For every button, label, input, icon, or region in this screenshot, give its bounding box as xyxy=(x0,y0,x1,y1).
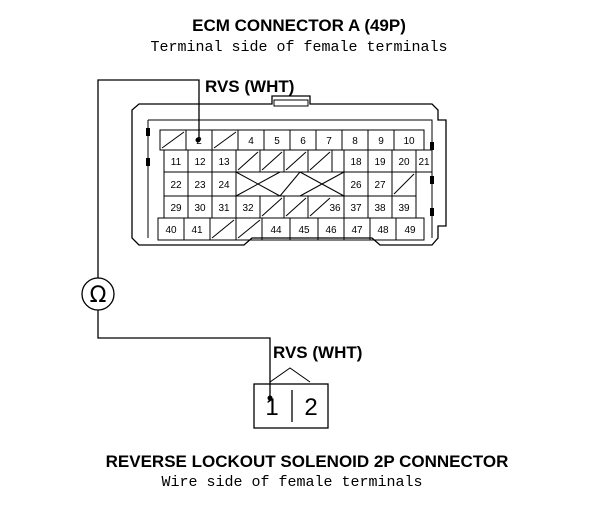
ecm-row-4: 29 30 31 32 36 37 38 39 xyxy=(163,195,417,219)
ecm-terminal-39: 39 xyxy=(398,203,410,214)
ecm-terminal-44: 44 xyxy=(270,225,282,236)
ecm-terminal-21: 21 xyxy=(418,157,430,168)
ecm-terminal-24: 24 xyxy=(218,180,230,191)
ecm-terminal-29: 29 xyxy=(170,203,182,214)
ecm-terminal-45: 45 xyxy=(298,225,310,236)
ecm-row-5: 40 41 44 45 46 47 48 49 xyxy=(157,217,425,241)
ecm-terminal-38: 38 xyxy=(374,203,386,214)
ecm-terminal-36: 36 xyxy=(329,203,341,214)
ecm-wire-label: RVS (WHT) xyxy=(205,77,294,96)
solenoid-connector-title: REVERSE LOCKOUT SOLENOID 2P CONNECTOR xyxy=(106,452,509,471)
solenoid-connector-subtitle: Wire side of female terminals xyxy=(161,474,422,491)
ecm-terminal-27: 27 xyxy=(374,180,386,191)
ecm-connector-title: ECM CONNECTOR A (49P) xyxy=(192,16,406,35)
ecm-connector-housing xyxy=(131,95,447,246)
meter-lead-lower xyxy=(97,310,271,398)
ecm-terminal-37: 37 xyxy=(350,203,362,214)
solenoid-pin-2[interactable]: 2 xyxy=(304,394,317,421)
ecm-terminal-8: 8 xyxy=(352,136,358,147)
ecm-terminal-5: 5 xyxy=(274,136,280,147)
ecm-terminal-23: 23 xyxy=(194,180,206,191)
ecm-terminal-19: 19 xyxy=(374,157,386,168)
ecm-terminal-48: 48 xyxy=(377,225,389,236)
solenoid-connector: 1 2 xyxy=(253,367,329,429)
ecm-terminal-49: 49 xyxy=(404,225,416,236)
ohm-symbol: Ω xyxy=(90,283,107,308)
ecm-terminal-20: 20 xyxy=(398,157,410,168)
ecm-terminal-22: 22 xyxy=(170,180,182,191)
ecm-terminal-26: 26 xyxy=(350,180,362,191)
probe-point-solenoid xyxy=(267,395,273,401)
ecm-terminal-13: 13 xyxy=(218,157,230,168)
ecm-connector-subtitle: Terminal side of female terminals xyxy=(150,39,447,56)
ecm-terminal-10: 10 xyxy=(403,136,415,147)
ecm-terminal-18: 18 xyxy=(350,157,362,168)
ecm-terminal-11: 11 xyxy=(171,157,182,168)
ecm-terminal-6: 6 xyxy=(300,136,306,147)
ecm-terminal-46: 46 xyxy=(325,225,337,236)
ecm-terminal-4: 4 xyxy=(248,136,254,147)
solenoid-pin-1[interactable]: 1 xyxy=(265,394,278,421)
ecm-terminal-7: 7 xyxy=(326,136,332,147)
probe-point-ecm xyxy=(195,137,201,143)
meter-lead-upper xyxy=(97,79,200,278)
ecm-terminal-47: 47 xyxy=(351,225,363,236)
ecm-terminal-31: 31 xyxy=(218,203,230,214)
ecm-terminal-41: 41 xyxy=(191,225,203,236)
ecm-terminal-12: 12 xyxy=(194,157,206,168)
ecm-row-2: 11 12 13 18 19 20 21 xyxy=(163,149,433,173)
ecm-terminal-9: 9 xyxy=(378,136,384,147)
ecm-row-3: 22 23 24 26 27 xyxy=(163,171,417,197)
ecm-terminal-30: 30 xyxy=(194,203,206,214)
ecm-terminal-40: 40 xyxy=(165,225,177,236)
ecm-terminal-32: 32 xyxy=(242,203,254,214)
solenoid-wire-label: RVS (WHT) xyxy=(273,343,362,362)
